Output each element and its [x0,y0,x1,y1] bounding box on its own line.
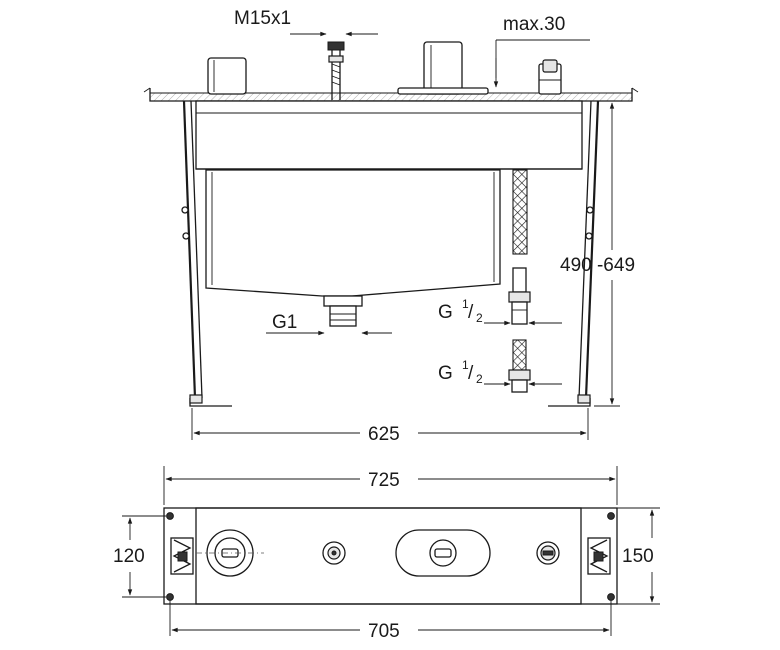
fraction-num-lower: 1 [462,358,469,372]
threaded-rod [327,41,345,100]
plate-width-label: 150 [622,546,654,567]
supply-hose [512,169,528,255]
fitting-left-large [196,529,264,577]
drain-spigot [323,295,363,327]
height-range-label: 490 -649 [560,255,635,276]
dim-plate-inner-length: 705 [169,600,612,642]
fraction-slash-lower: / [468,363,474,384]
fraction-den-lower: 2 [476,372,483,386]
tap-handle-center [397,41,489,95]
dim-plate-width: 150 [617,507,660,605]
mounting-leg-right [548,100,600,407]
dim-plate-length: 725 [163,466,618,505]
plate-inner-width-label: 120 [113,546,145,567]
valve-thread-label: M15x1 [234,8,291,29]
fraction-den-upper: 2 [476,311,483,325]
drain-thread-label: G1 [272,312,297,333]
dim-frame-width: 625 [191,408,589,445]
plate-inner-length-label: 705 [368,621,400,642]
fraction-slash-upper: / [468,302,474,323]
plate-length-label: 725 [368,470,400,491]
mounting-plate [163,507,618,605]
side-elevation-view: M15x1 max.30 G1 [143,8,639,445]
frame-width-label: 625 [368,424,400,445]
supply-connector-lower [508,339,531,393]
bracket-right [587,537,611,575]
supply-thread-label-upper: G [438,302,453,323]
supply-connector-upper [508,267,531,325]
fitting-small-left [322,541,346,565]
bracket-left [170,537,194,575]
tap-handle-left [207,57,247,95]
diverter-knob [538,59,562,95]
dim-drain-thread: G1 [266,312,392,336]
max-offset-label: max.30 [503,14,565,35]
fitting-oval-center [395,529,491,577]
fraction-num-upper: 1 [462,297,469,311]
supply-thread-label-lower: G [438,363,453,384]
basin-housing [195,100,583,297]
dim-supply-thread-lower: G 1 / 2 [438,358,562,387]
mounting-leg-left [181,100,232,407]
dim-supply-thread-upper: G 1 / 2 [438,297,562,326]
dim-height-range: 490 -649 [560,100,635,407]
dim-valve-thread: M15x1 [234,8,378,37]
dim-plate-inner-width: 120 [113,515,166,598]
fitting-small-right [536,541,560,565]
plan-view: 725 [113,466,660,642]
